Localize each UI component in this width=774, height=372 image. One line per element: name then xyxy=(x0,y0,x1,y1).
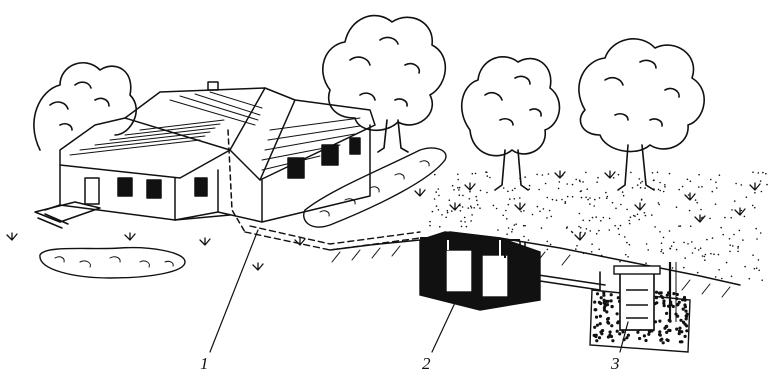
callout-label-2: 2 xyxy=(422,354,431,372)
leader-line-1 xyxy=(210,230,258,352)
house-door xyxy=(85,178,99,204)
window xyxy=(350,138,360,154)
window xyxy=(147,180,161,198)
tree-right-1 xyxy=(462,57,560,190)
window xyxy=(288,158,304,178)
tree-left xyxy=(34,63,136,150)
house xyxy=(35,82,375,232)
tree-right-2 xyxy=(579,39,704,190)
chimney xyxy=(208,82,218,90)
hedge-left xyxy=(40,248,185,278)
callout-label-1: 1 xyxy=(200,354,209,372)
callout-label-3: 3 xyxy=(610,354,620,372)
window xyxy=(195,178,207,196)
septic-tank xyxy=(420,232,540,310)
filter-well xyxy=(590,262,690,352)
drain-pipe xyxy=(245,226,420,250)
tree-center xyxy=(323,16,446,152)
window xyxy=(322,145,338,165)
window xyxy=(118,178,132,196)
